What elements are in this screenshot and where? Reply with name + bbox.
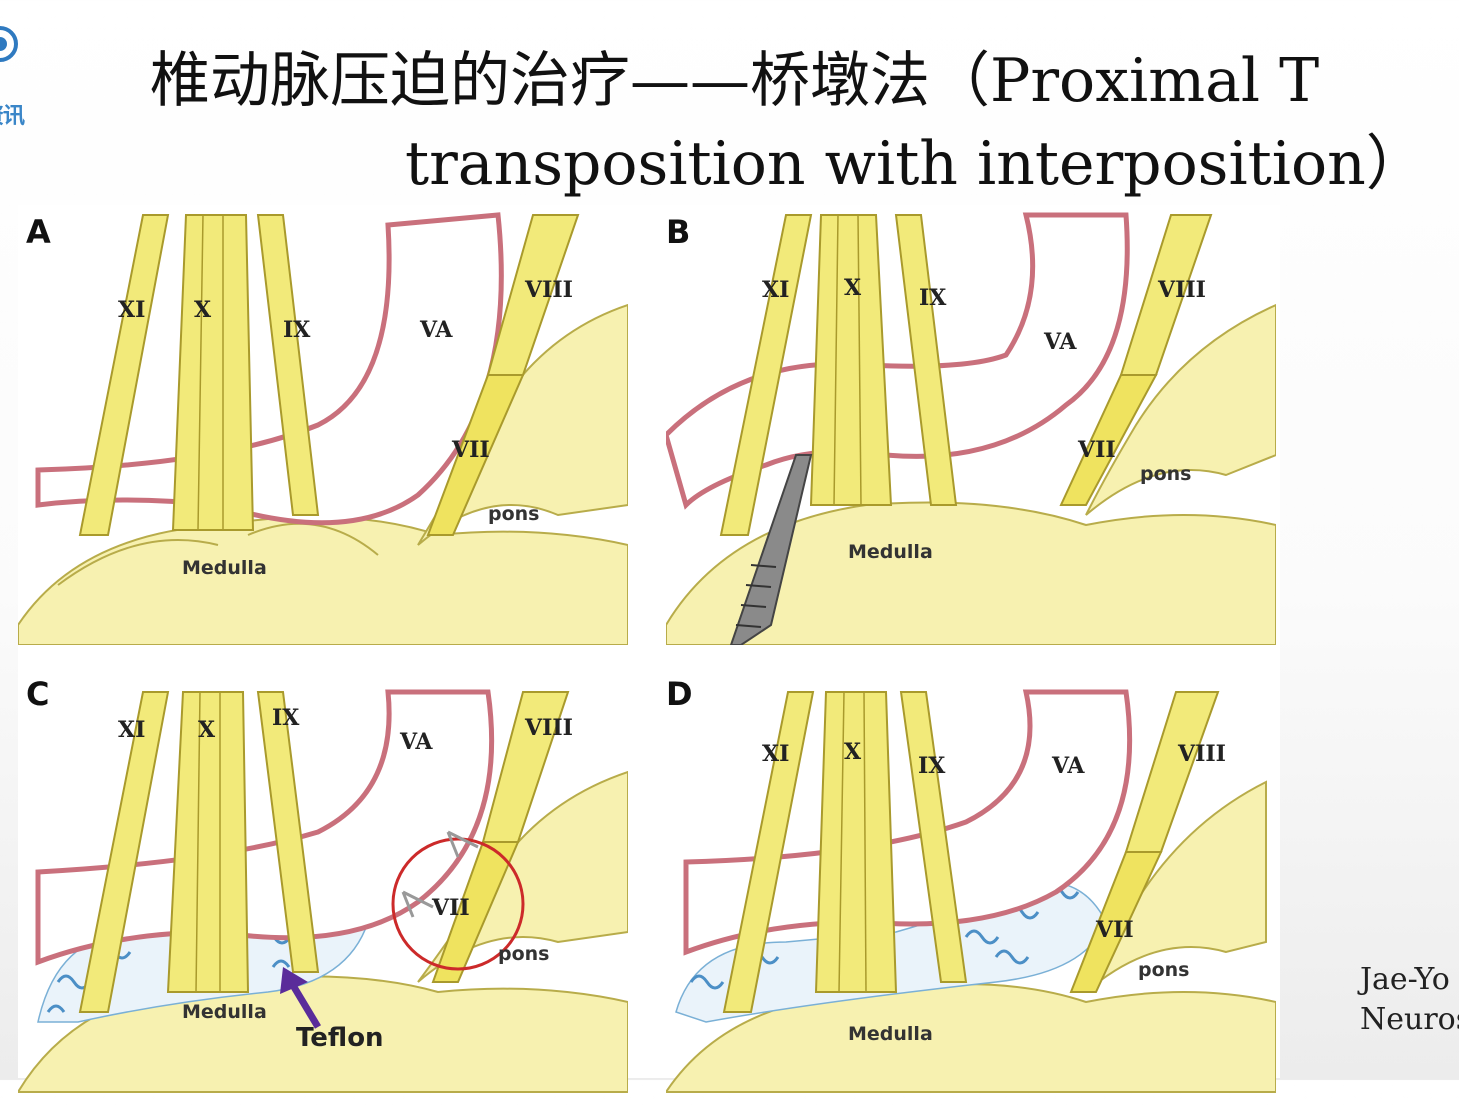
logo: 资讯 <box>0 22 62 129</box>
figure: A XI X IX VA VIII VII pons Medulla B XI … <box>18 205 1280 1093</box>
label-vii: VII <box>432 895 470 921</box>
label-xi: XI <box>118 717 146 743</box>
label-ix: IX <box>272 705 300 731</box>
nerve-ix <box>899 691 968 983</box>
label-x: X <box>844 275 862 301</box>
nerve-xi <box>78 691 170 1013</box>
instrument <box>729 454 813 645</box>
pons-shape <box>1085 303 1276 516</box>
label-vii: VII <box>452 437 490 463</box>
label-x: X <box>198 717 216 743</box>
label-medulla: Medulla <box>182 557 267 579</box>
label-ix: IX <box>919 285 947 311</box>
nerve-xi <box>719 214 813 536</box>
nerve-ix <box>256 691 320 973</box>
panel-c-illustration <box>18 689 628 1093</box>
logo-text: 资讯 <box>0 104 25 129</box>
movement-arrow-lower <box>401 890 434 918</box>
nerve-vii <box>431 841 520 983</box>
nerve-ix <box>256 214 320 516</box>
panel-d-illustration <box>666 689 1276 1093</box>
citation: Jae-Yo Neuros <box>1360 960 1459 1040</box>
panel-letter: A <box>26 213 51 251</box>
nerve-x <box>809 214 893 506</box>
label-pons: pons <box>498 943 550 965</box>
nerve-vii <box>1059 374 1158 506</box>
nerve-vii <box>1069 851 1163 993</box>
panel-a: A XI X IX VA VIII VII pons Medulla <box>18 205 628 645</box>
medulla-shape <box>666 983 1276 1093</box>
medulla-shape <box>18 516 628 645</box>
label-xi: XI <box>762 741 790 767</box>
panel-b-illustration <box>666 212 1276 645</box>
label-viii: VIII <box>1178 741 1226 767</box>
label-xi: XI <box>118 297 146 323</box>
label-va: VA <box>1052 753 1085 779</box>
nerve-xi <box>722 691 815 1013</box>
panel-d: D XI X IX VA VIII VII pons Medulla <box>666 667 1276 1107</box>
label-ix: IX <box>918 753 946 779</box>
label-va: VA <box>1044 329 1077 355</box>
nerve-x <box>814 691 898 993</box>
panel-c: C XI X IX VA VIII VII pons Medulla Teflo… <box>18 667 628 1107</box>
label-medulla: Medulla <box>848 1023 933 1045</box>
nerve-ix <box>894 214 958 506</box>
label-x: X <box>844 739 862 765</box>
nerve-x <box>171 214 255 531</box>
movement-arrow-upper <box>446 830 479 858</box>
panel-b: B XI X IX VA VIII VII pons Medulla <box>666 205 1276 645</box>
label-ix: IX <box>283 317 311 343</box>
slide-title: 椎动脉压迫的治疗——桥墩法（Proximal T <box>150 46 1320 116</box>
label-va: VA <box>420 317 453 343</box>
label-vii: VII <box>1078 437 1116 463</box>
label-xi: XI <box>762 277 790 303</box>
panel-letter: D <box>666 675 693 713</box>
label-va: VA <box>400 729 433 755</box>
citation-line1: Jae-Yo <box>1360 962 1450 997</box>
panel-a-illustration <box>18 212 628 645</box>
label-viii: VIII <box>525 715 573 741</box>
label-pons: pons <box>1140 463 1192 485</box>
label-x: X <box>194 297 212 323</box>
panel-letter: B <box>666 213 691 251</box>
slide-title-line2: transposition with interposition） <box>405 129 1426 199</box>
nerve-vii <box>426 374 525 536</box>
label-viii: VIII <box>525 277 573 303</box>
citation-line2: Neuros <box>1360 1002 1459 1037</box>
nerve-xi <box>78 214 170 536</box>
label-medulla: Medulla <box>182 1001 267 1023</box>
label-vii: VII <box>1096 917 1134 943</box>
label-medulla: Medulla <box>848 541 933 563</box>
label-teflon: Teflon <box>296 1023 384 1053</box>
label-viii: VIII <box>1158 277 1206 303</box>
highlight-circle <box>391 837 525 971</box>
label-pons: pons <box>488 503 540 525</box>
label-pons: pons <box>1138 959 1190 981</box>
medulla-shape <box>666 501 1276 645</box>
nerve-x <box>166 691 250 993</box>
panel-letter: C <box>26 675 50 713</box>
logo-icon <box>0 26 18 62</box>
